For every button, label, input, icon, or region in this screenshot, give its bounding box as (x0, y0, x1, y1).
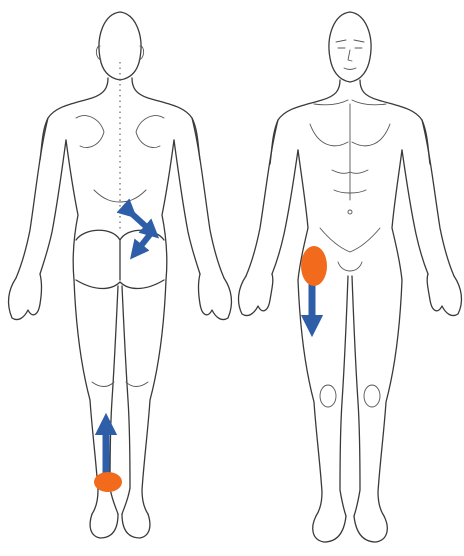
front-navel (348, 210, 352, 214)
front-leg-left (298, 276, 348, 516)
front-groin (338, 262, 362, 271)
lower-back-double-arrow-segment (136, 232, 152, 252)
front-leg-right (352, 276, 402, 516)
back-knee-left (92, 382, 114, 387)
back-hand-right (199, 274, 232, 320)
anterior-body-figure (239, 12, 462, 542)
back-scapula-left (76, 116, 104, 148)
back-scapula-right (136, 116, 164, 148)
back-foot-right (122, 514, 150, 538)
pain-markers (94, 212, 327, 492)
back-arm-left (16, 118, 66, 278)
hip-pain-marker (301, 246, 327, 286)
front-head (329, 12, 371, 82)
lower-back-double-arrow (130, 212, 152, 232)
back-foot-left (90, 514, 118, 538)
front-foot-right (354, 516, 387, 542)
back-arm-right (174, 118, 224, 278)
front-knee-right (364, 385, 380, 407)
front-chest (310, 104, 390, 200)
posterior-body-figure (9, 12, 232, 538)
back-head (99, 12, 141, 80)
front-hand-left (239, 274, 273, 316)
front-foot-left (313, 516, 346, 542)
back-knee-right (126, 382, 148, 387)
front-mouth (344, 68, 356, 70)
back-buttocks (76, 230, 164, 288)
ankle-pain-marker (94, 472, 122, 492)
front-knee-left (320, 385, 336, 407)
back-hand-left (9, 274, 42, 320)
front-nose (348, 50, 352, 61)
front-hand-right (427, 274, 461, 316)
front-eyebrows (336, 40, 364, 42)
back-leg-right (122, 280, 166, 514)
